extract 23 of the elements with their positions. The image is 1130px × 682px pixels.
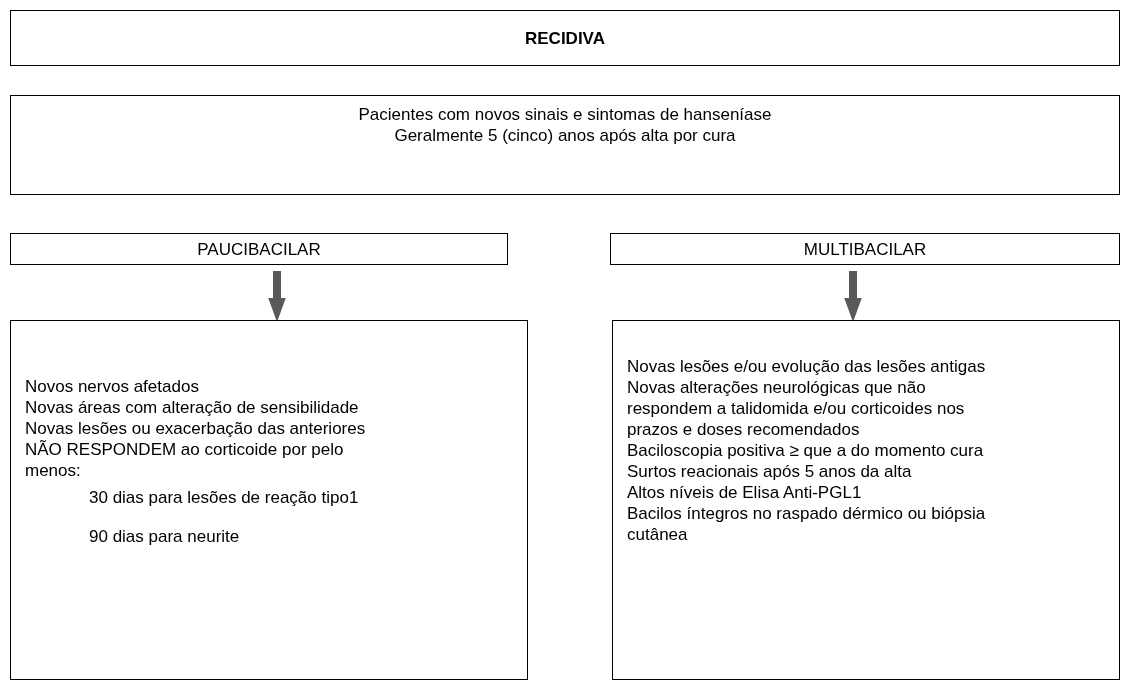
box-text: Novas alterações neurológicas que não respondem a talidomida e/ou corticoides nos prazos e doses recomendados (627, 377, 966, 440)
text-box (10, 10, 1120, 66)
box-text: Surtos reacionais após 5 anos da alta (627, 461, 913, 482)
text-box (10, 95, 1120, 195)
box-text: Geralmente 5 (cinco) anos após alta por cura (394, 125, 736, 146)
box-text: MULTIBACILAR (803, 238, 927, 260)
box-text: Pacientes com novos sinais e sintomas de hanseníase (358, 104, 772, 125)
text-box (612, 320, 1120, 680)
box-text: Bacilos íntegros no raspado dérmico ou biópsia cutânea (627, 503, 987, 545)
box-text: PAUCIBACILAR (197, 238, 321, 260)
box-text: Novos nervos afetados (25, 376, 200, 397)
text-box (10, 320, 528, 680)
box-text: Novas lesões e/ou evolução das lesões antigas (627, 356, 987, 377)
text-box (610, 233, 1120, 265)
box-text: Novas lesões ou exacerbação das anteriores (25, 418, 367, 439)
box-text: NÃO RESPONDEM ao corticoide por pelo menos: (25, 439, 345, 481)
text-box (10, 233, 508, 265)
box-text: Baciloscopia positiva ≥ que a do momento cura (627, 440, 985, 461)
box-text: 30 dias para lesões de reação tipo1 (88, 487, 360, 508)
box-text: Altos níveis de Elisa Anti-PGL1 (627, 482, 863, 503)
box-text: RECIDIVA (525, 27, 605, 49)
box-text: 90 dias para neurite (88, 526, 241, 547)
box-text: Novas áreas com alteração de sensibilidade (25, 397, 360, 418)
